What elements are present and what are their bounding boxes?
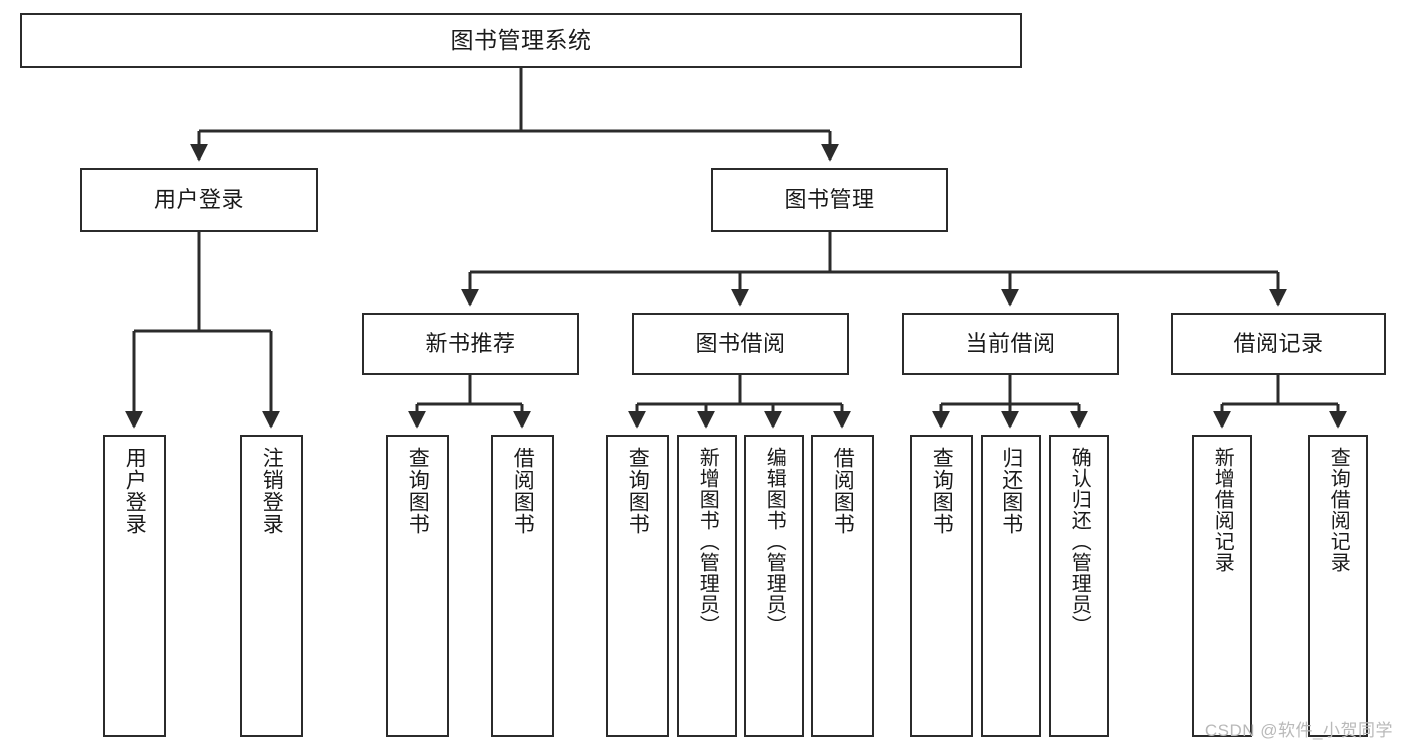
node-book-manage[interactable]: 图书管理 xyxy=(711,168,948,232)
node-label: 查询借阅记录 xyxy=(1327,447,1350,573)
node-label: 注销登录 xyxy=(260,447,284,535)
node-label: 借阅图书 xyxy=(831,447,855,535)
node-leaf-query-book-1[interactable]: 查询图书 xyxy=(386,435,449,737)
node-label: 图书管理 xyxy=(784,187,875,213)
node-label: 查询图书 xyxy=(930,447,954,535)
node-book-borrow[interactable]: 图书借阅 xyxy=(632,313,849,375)
node-leaf-borrow-book-1[interactable]: 借阅图书 xyxy=(491,435,554,737)
node-label: 当前借阅 xyxy=(965,331,1056,357)
node-leaf-query-book-3[interactable]: 查询图书 xyxy=(910,435,973,737)
node-leaf-add-book[interactable]: 新增图书（管理员） xyxy=(677,435,737,737)
node-root-book-management-system[interactable]: 图书管理系统 xyxy=(20,13,1022,68)
node-leaf-confirm-return[interactable]: 确认归还（管理员） xyxy=(1049,435,1109,737)
node-label: 归还图书 xyxy=(999,447,1023,535)
node-borrow-record[interactable]: 借阅记录 xyxy=(1171,313,1386,375)
node-leaf-return-book[interactable]: 归还图书 xyxy=(981,435,1041,737)
node-leaf-query-record[interactable]: 查询借阅记录 xyxy=(1308,435,1368,737)
node-leaf-edit-book[interactable]: 编辑图书（管理员） xyxy=(744,435,804,737)
node-leaf-add-record[interactable]: 新增借阅记录 xyxy=(1192,435,1252,737)
node-leaf-borrow-book-2[interactable]: 借阅图书 xyxy=(811,435,874,737)
node-label: 查询图书 xyxy=(626,447,650,535)
node-label: 借阅图书 xyxy=(511,447,535,535)
node-label: 查询图书 xyxy=(406,447,430,535)
node-label: 确认归还（管理员） xyxy=(1068,447,1091,636)
node-label: 图书借阅 xyxy=(695,331,786,357)
node-label: 借阅记录 xyxy=(1233,331,1324,357)
node-label: 新增图书（管理员） xyxy=(696,447,719,636)
node-label: 编辑图书（管理员） xyxy=(763,447,786,636)
node-label: 用户登录 xyxy=(123,447,147,535)
node-label: 新书推荐 xyxy=(425,331,516,357)
node-label: 新增借阅记录 xyxy=(1211,447,1234,573)
watermark-text: CSDN @软件_小贺同学 xyxy=(1204,721,1393,740)
node-leaf-user-logout[interactable]: 注销登录 xyxy=(240,435,303,737)
node-new-book-recommend[interactable]: 新书推荐 xyxy=(362,313,579,375)
node-user-login[interactable]: 用户登录 xyxy=(80,168,318,232)
node-current-borrow[interactable]: 当前借阅 xyxy=(902,313,1119,375)
node-label: 图书管理系统 xyxy=(450,27,592,54)
node-label: 用户登录 xyxy=(153,187,244,213)
node-leaf-query-book-2[interactable]: 查询图书 xyxy=(606,435,669,737)
node-leaf-user-login[interactable]: 用户登录 xyxy=(103,435,166,737)
